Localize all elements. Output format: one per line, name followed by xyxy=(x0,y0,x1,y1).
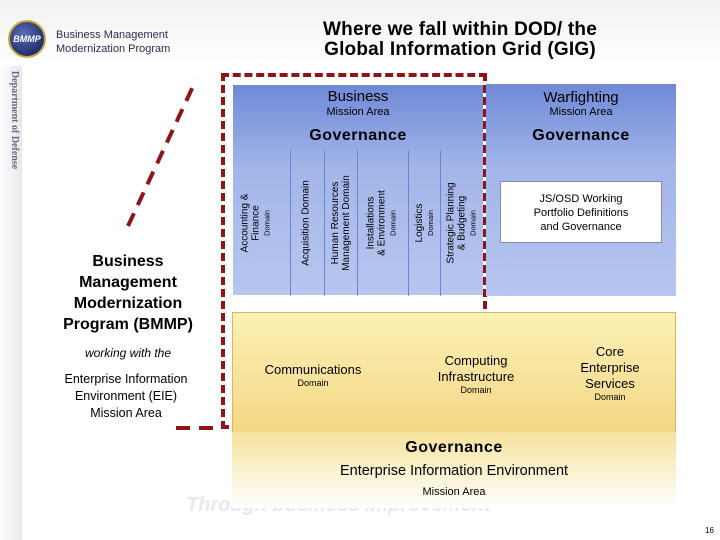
slide-number: 16 xyxy=(705,526,714,535)
domain-name-line: Enterprise xyxy=(580,360,640,375)
seal-initials: BMMP xyxy=(13,34,41,44)
column-divider xyxy=(357,150,358,296)
bmmp-label: Business Management Modernization Progra… xyxy=(40,251,216,335)
jsosd-line: Portfolio Definitions xyxy=(533,207,629,219)
jsosd-portfolio-box: JS/OSD Working Portfolio Definitions and… xyxy=(500,181,662,243)
column-divider xyxy=(440,150,441,296)
warfighting-governance-label: Governance xyxy=(532,127,630,144)
logo-text-line-1: Business Management xyxy=(56,29,168,41)
domain-name-line: Computing xyxy=(444,353,508,368)
domain-name-line: Services xyxy=(585,376,635,391)
eie-side-line: Environment (EIE) xyxy=(74,389,178,403)
enterprise-subtitle: Mission Area xyxy=(422,486,486,498)
domain-suffix: Domain xyxy=(297,378,329,388)
domain-computing-infrastructure: Computing Infrastructure Domain xyxy=(416,353,536,395)
domain-name-line: Core xyxy=(595,344,625,359)
bmmp-label-line: Program (BMMP) xyxy=(63,316,193,333)
business-mission-area xyxy=(232,84,484,296)
bmmp-label-line: Modernization xyxy=(73,295,183,312)
eie-side-line: Enterprise Information xyxy=(64,372,188,386)
bmmp-label-line: Management xyxy=(79,274,177,291)
page-title: Where we fall within DOD/ the Global Inf… xyxy=(240,20,680,60)
column-divider xyxy=(324,150,325,296)
enterprise-title: Enterprise Information Environment xyxy=(339,463,569,479)
jsosd-line: and Governance xyxy=(540,221,622,233)
jsosd-line: JS/OSD Working xyxy=(539,193,623,205)
column-divider xyxy=(408,150,409,296)
business-subtitle: Mission Area xyxy=(326,106,390,118)
business-title: Business xyxy=(327,88,389,105)
enterprise-governance-band xyxy=(232,432,676,508)
column-divider xyxy=(290,150,291,296)
enterprise-governance-label: Governance xyxy=(405,439,503,456)
warfighting-subtitle: Mission Area xyxy=(549,106,613,118)
eie-side-label: Enterprise Information Environment (EIE)… xyxy=(38,371,214,422)
dod-side-strip xyxy=(0,66,22,540)
warfighting-title: Warfighting xyxy=(543,89,619,106)
domain-suffix: Domain xyxy=(460,385,492,395)
domain-core-enterprise-services: Core Enterprise Services Domain xyxy=(560,344,660,402)
domain-suffix: Domain xyxy=(594,392,626,402)
business-governance-label: Governance xyxy=(309,127,407,144)
domain-name-line: Infrastructure xyxy=(437,369,515,384)
eie-side-line: Mission Area xyxy=(90,406,162,420)
header-band xyxy=(0,0,720,62)
logo-text-line-2: Modernization Program xyxy=(56,43,171,55)
working-with-label: working with the xyxy=(84,346,172,360)
dashed-connector-upper xyxy=(126,79,198,227)
domain-name-line: Communications xyxy=(264,362,362,377)
bmmp-seal-logo: BMMP xyxy=(8,20,46,58)
page-title-line-1: Where we fall within DOD/ the xyxy=(323,19,597,40)
page-title-line-2: Global Information Grid (GIG) xyxy=(324,39,596,60)
bmmp-label-line: Business xyxy=(92,253,164,270)
domain-communications: Communications Domain xyxy=(248,362,378,388)
